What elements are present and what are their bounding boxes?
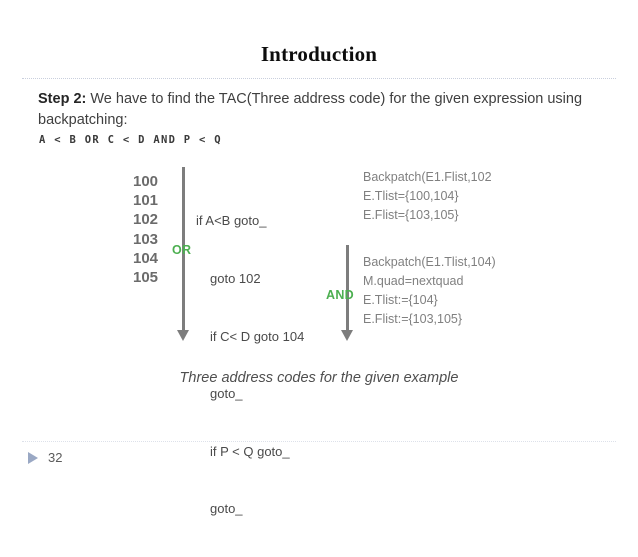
annotation-line: Backpatch(E1.Tlist,104) (363, 255, 496, 269)
or-down-arrow-icon (176, 167, 190, 341)
code-line: if P < Q goto_ (210, 443, 290, 459)
code-line-numbers: 100 101 102 103 104 105 (133, 172, 173, 287)
expression-text: A < B OR C < D AND P < Q (39, 134, 222, 146)
page-title: Introduction (260, 42, 378, 66)
annotation-block-or: Backpatch(E1.Flist,102 E.Tlist={100,104}… (363, 168, 492, 225)
figure-caption: Three address codes for the given exampl… (179, 370, 459, 386)
code-line: goto_ (210, 501, 243, 517)
arrow-head (341, 330, 353, 341)
divider-top (22, 78, 616, 79)
annotation-line: M.quad=nextquad (363, 274, 464, 288)
step-body-text: We have to find the TAC(Three address co… (38, 91, 583, 128)
annotation-line: Backpatch(E1.Flist,102 (363, 170, 492, 184)
code-line: goto_ (210, 386, 243, 402)
line-number: 102 (133, 211, 159, 229)
line-number: 103 (133, 230, 159, 248)
annotation-block-and: Backpatch(E1.Tlist,104) M.quad=nextquad … (363, 253, 496, 329)
annotation-line: E.Flist={103,105} (363, 208, 459, 222)
annotation-line: E.Flist:={103,105} (363, 312, 463, 326)
arrow-head (177, 330, 189, 341)
triangle-bullet-icon (28, 452, 38, 464)
annotation-line: E.Tlist={100,104} (363, 189, 459, 203)
annotation-line: E.Tlist:={104} (363, 293, 438, 307)
divider-bottom (22, 441, 616, 442)
arrow-shaft (345, 245, 349, 331)
line-number: 100 (133, 173, 159, 190)
step-paragraph: Step 2: We have to find the TAC(Three ad… (38, 89, 598, 131)
slide-canvas: Introduction Step 2: We have to find the… (22, 42, 616, 517)
line-number: 101 (133, 192, 159, 210)
code-line: if C< D goto 104 (210, 328, 305, 344)
operator-label-and: AND (326, 288, 354, 302)
code-line: if A<B goto_ (196, 213, 267, 229)
arrow-shaft (181, 167, 185, 331)
code-line: goto 102 (210, 271, 261, 286)
operator-label-or: OR (172, 243, 192, 257)
code-instruction-list: if A<B goto_ goto 102 if C< D goto 104 g… (196, 173, 304, 557)
line-number: 105 (133, 268, 159, 286)
line-number: 104 (133, 249, 159, 267)
step-label: Step 2: (38, 91, 87, 107)
and-down-arrow-icon (340, 245, 354, 341)
page-number: 32 (48, 450, 63, 465)
